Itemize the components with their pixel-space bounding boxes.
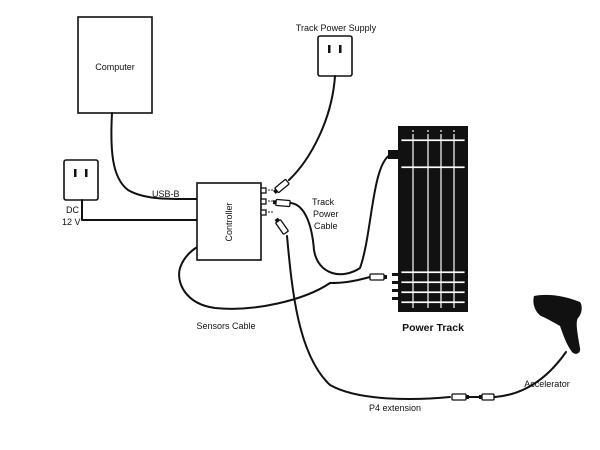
port-dot <box>268 189 270 191</box>
controller-port <box>260 209 267 216</box>
track-power-connector <box>388 150 398 159</box>
dc-voltage-label: 12 V <box>62 217 81 227</box>
port-dot <box>271 189 273 191</box>
power-supply-plug <box>273 178 290 194</box>
sensors-cable <box>178 245 371 310</box>
track-lane <box>401 271 465 274</box>
power-supply-adapter <box>317 35 353 77</box>
power-supply-prong <box>328 45 331 53</box>
dc-adapter-prong <box>74 169 77 177</box>
dc-adapter-prong <box>85 169 88 177</box>
accelerator-cable <box>494 351 567 398</box>
track-power-plug <box>272 198 291 208</box>
computer-box <box>77 16 153 114</box>
controller-box <box>196 182 262 261</box>
p4-extension-cable <box>286 235 451 400</box>
p4-extension-connectors <box>451 393 495 401</box>
power-track-label: Power Track <box>402 322 464 334</box>
usb-b-label: USB-B <box>152 189 180 199</box>
port-dot <box>271 200 273 202</box>
controller-plugs <box>272 178 291 235</box>
port-dot <box>268 200 270 202</box>
track-sensor-pin <box>392 281 398 284</box>
track-lane <box>401 139 465 142</box>
computer-label: Computer <box>95 62 135 72</box>
controller-port <box>260 198 267 205</box>
power-track: Power Track <box>369 126 468 334</box>
track-sensor-pin <box>392 297 398 300</box>
dc-adapter: DC 12 V <box>62 159 99 227</box>
track-power-supply-label: Track Power Supply <box>296 23 377 33</box>
p4-extension-label: P4 extension <box>369 403 421 413</box>
controller-port <box>260 187 267 194</box>
controller-label: Controller <box>224 202 234 241</box>
track-lane <box>401 301 465 304</box>
track-power-cable <box>290 154 391 276</box>
track-sensor-pin <box>392 273 398 276</box>
track-power-cable-label-2: Power <box>313 209 339 219</box>
power-supply-cable <box>288 75 336 181</box>
computer: Computer <box>77 16 153 114</box>
p4-connector <box>451 393 467 401</box>
track-lane <box>401 281 465 284</box>
track-power-cable-label-3: Cable <box>314 221 338 231</box>
sensors-plug <box>369 273 387 281</box>
power-supply-prong <box>339 45 342 53</box>
track-lane <box>401 166 465 169</box>
sensors-cable-label: Sensors Cable <box>196 321 255 331</box>
p4-connector-tip <box>466 395 469 399</box>
accelerator-icon <box>533 294 582 354</box>
accelerator: Accelerator <box>524 294 582 389</box>
p4-plug <box>274 217 289 235</box>
port-dot <box>271 211 273 213</box>
dc-label: DC <box>66 205 79 215</box>
controller: Controller <box>196 182 273 261</box>
port-dot <box>268 211 270 213</box>
accelerator-connector <box>481 393 495 401</box>
track-lane <box>404 132 462 134</box>
track-sensor-pin <box>392 289 398 292</box>
accelerator-label: Accelerator <box>524 379 570 389</box>
usb-b-cable <box>110 112 198 201</box>
accelerator-connector-tip <box>479 395 482 399</box>
dc-cable <box>81 199 198 221</box>
power-track-body <box>398 126 468 312</box>
track-power-cable-label-1: Track <box>312 197 335 207</box>
wires <box>81 75 567 400</box>
track-power-supply: Track Power Supply <box>296 23 377 77</box>
dc-adapter-body <box>63 159 99 201</box>
track-lane <box>401 291 465 294</box>
